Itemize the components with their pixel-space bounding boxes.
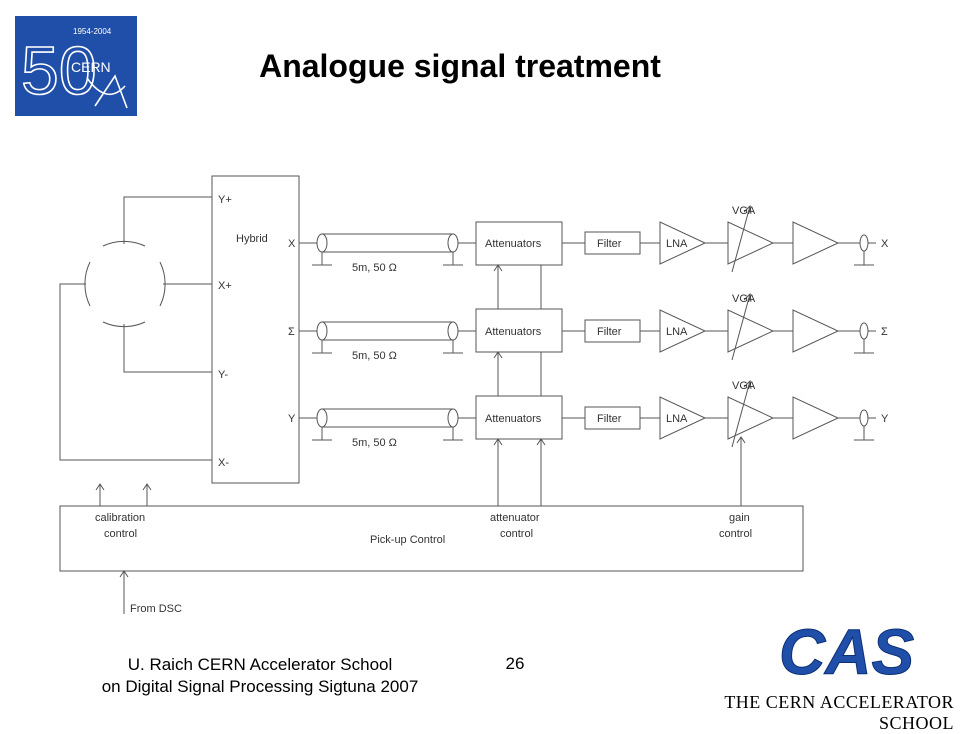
output-connector bbox=[859, 409, 869, 427]
driver-amplifier bbox=[792, 396, 840, 440]
cable-label: 5m, 50 Ω bbox=[352, 350, 397, 362]
slide-title: Analogue signal treatment bbox=[259, 48, 661, 84]
gain-control-label-1: gain bbox=[729, 512, 750, 524]
cas-logo: CAS bbox=[779, 620, 915, 682]
lna-amplifier bbox=[659, 221, 707, 265]
cas-logo-text: CAS bbox=[779, 620, 914, 682]
gain-control-arrowhead bbox=[736, 436, 746, 444]
vga-arrow bbox=[731, 293, 751, 361]
cable-label: 5m, 50 Ω bbox=[352, 262, 397, 274]
vga-arrow bbox=[731, 380, 751, 448]
cern-50-logo-graphic: 1954-2004 50 CERN bbox=[20, 27, 128, 110]
wire-y-plus bbox=[123, 196, 212, 244]
pickup-control-box bbox=[59, 505, 804, 572]
channel-row: Σ 5m bbox=[288, 292, 888, 362]
vga-amplifier bbox=[727, 221, 775, 265]
footer-credit: U. Raich CERN Accelerator School on Digi… bbox=[60, 654, 460, 698]
hybrid-output-label: Σ bbox=[288, 326, 295, 338]
vga-arrowhead bbox=[743, 292, 752, 303]
output-label: Σ bbox=[881, 326, 888, 338]
vga-arrow bbox=[731, 205, 751, 273]
page-number: 26 bbox=[505, 654, 525, 673]
hybrid-input-y-plus: Y+ bbox=[218, 194, 232, 206]
vga-amplifier bbox=[727, 309, 775, 353]
from-dsc-arrowhead bbox=[119, 570, 129, 578]
hybrid-label: Hybrid bbox=[236, 233, 268, 245]
cable-end-left bbox=[316, 233, 328, 253]
attenuator-control-label-1: attenuator bbox=[490, 512, 540, 524]
att-control-arrowhead bbox=[536, 438, 546, 446]
hybrid-box bbox=[211, 175, 300, 484]
lna-label: LNA bbox=[666, 238, 688, 250]
vga-label: VGA bbox=[732, 205, 756, 217]
att-control-arrowhead bbox=[493, 264, 503, 272]
driver-amplifier bbox=[792, 221, 840, 265]
cable-end-right bbox=[447, 233, 459, 253]
logo-swirl bbox=[86, 74, 128, 109]
attenuator-label: Attenuators bbox=[485, 238, 542, 250]
gain-control-label-2: control bbox=[719, 528, 752, 540]
output-label: X bbox=[881, 238, 889, 250]
output-connector bbox=[859, 234, 869, 252]
calibration-arrowhead bbox=[142, 483, 152, 491]
wire-y-minus bbox=[123, 324, 212, 373]
cable-end-left bbox=[316, 408, 328, 428]
vga-label: VGA bbox=[732, 293, 756, 305]
cas-school-name: THE CERN ACCELERATOR SCHOOL bbox=[724, 692, 954, 733]
vga-amplifier bbox=[727, 396, 775, 440]
attenuator-label: Attenuators bbox=[485, 413, 542, 425]
cern-50-logo: 1954-2004 50 CERN bbox=[15, 16, 137, 116]
vga-label: VGA bbox=[732, 380, 756, 392]
lna-amplifier bbox=[659, 396, 707, 440]
cable-end-left bbox=[316, 321, 328, 341]
cable-end-right bbox=[447, 408, 459, 428]
driver-amplifier bbox=[792, 309, 840, 353]
footer-line-1: U. Raich CERN Accelerator School bbox=[127, 655, 393, 674]
filter-label: Filter bbox=[597, 326, 622, 338]
cable-label: 5m, 50 Ω bbox=[352, 437, 397, 449]
lna-amplifier bbox=[659, 309, 707, 353]
vga-arrowhead bbox=[743, 379, 752, 390]
output-label: Y bbox=[881, 413, 889, 425]
attenuator-control-label-2: control bbox=[500, 528, 533, 540]
calibration-control-label-1: calibration bbox=[95, 512, 145, 524]
channel-row: Y 5m bbox=[288, 379, 889, 449]
filter-label: Filter bbox=[597, 413, 622, 425]
channel-row: X 5m bbox=[288, 204, 889, 274]
filter-label: Filter bbox=[597, 238, 622, 250]
hybrid-input-x-plus: X+ bbox=[218, 280, 232, 292]
lna-label: LNA bbox=[666, 413, 688, 425]
att-control-arrowhead bbox=[493, 351, 503, 359]
hybrid-output-label: Y bbox=[288, 413, 296, 425]
from-dsc-label: From DSC bbox=[130, 603, 182, 615]
pickup-control-label: Pick-up Control bbox=[370, 534, 445, 546]
hybrid-input-y-minus: Y- bbox=[218, 369, 228, 381]
output-connector bbox=[859, 322, 869, 340]
wire-x-minus bbox=[59, 283, 212, 461]
cable-end-right bbox=[447, 321, 459, 341]
attenuator-label: Attenuators bbox=[485, 326, 542, 338]
att-control-arrowhead bbox=[493, 438, 503, 446]
calibration-control-label-2: control bbox=[104, 528, 137, 540]
footer-line-2: on Digital Signal Processing Sigtuna 200… bbox=[101, 677, 419, 696]
hybrid-input-x-minus: X- bbox=[218, 457, 229, 469]
logo-number: 50 bbox=[21, 33, 97, 109]
vga-arrowhead bbox=[743, 204, 752, 215]
lna-label: LNA bbox=[666, 326, 688, 338]
logo-years: 1954-2004 bbox=[73, 27, 112, 36]
calibration-arrowhead bbox=[95, 483, 105, 491]
hybrid-output-label: X bbox=[288, 238, 296, 250]
logo-cern-text: CERN bbox=[71, 59, 111, 75]
